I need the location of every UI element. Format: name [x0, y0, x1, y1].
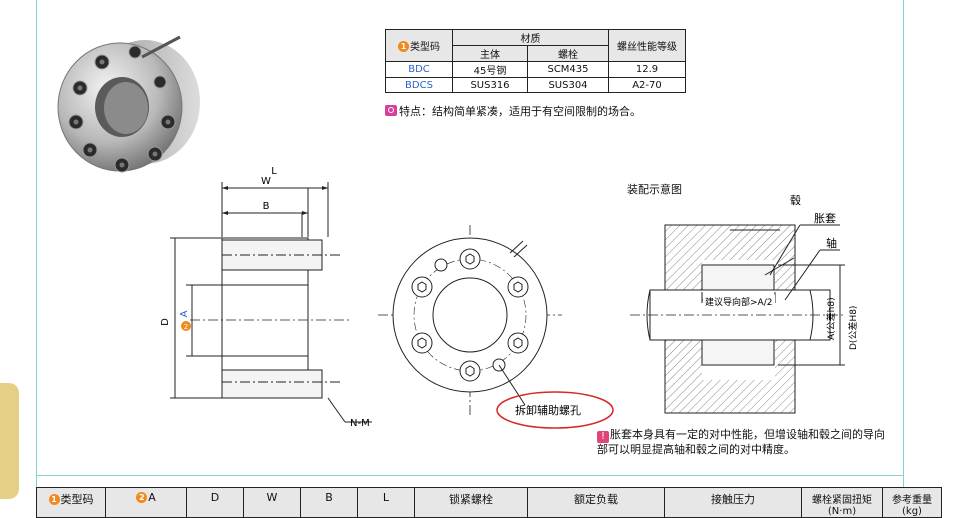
torque-label: 螺栓紧固扭矩 [812, 495, 872, 506]
body-header: 主体 [452, 45, 528, 62]
number-badge-2: 2 [184, 323, 188, 331]
table-row: BDC 45号钢 SCM435 12.9 [385, 61, 686, 78]
L-column-header: L [357, 487, 415, 518]
lock-bolt-header: 锁紧螺栓 [414, 487, 528, 518]
tolerance-D-label: D(公差H8) [847, 306, 859, 350]
dim-D-label: D [160, 318, 171, 326]
dim-W-label: W [261, 176, 271, 187]
sleeve-label: 胀套 [814, 212, 836, 225]
bolt-grade-header: 螺丝性能等级 [608, 29, 686, 62]
tolerance-A-label: A(公差h8) [825, 297, 837, 340]
grade-cell: 12.9 [608, 61, 686, 78]
number-badge-1: 1 [398, 41, 409, 52]
section-divider [36, 475, 904, 476]
number-badge-2-icon [181, 321, 191, 331]
weight-header: 参考重量(kg) [882, 487, 942, 518]
type-code-cell[interactable]: BDCS [385, 77, 453, 93]
callout-hole-label: 拆卸辅助螺孔 [515, 403, 581, 417]
warning-icon: ! [597, 431, 609, 443]
type-code-cell[interactable]: BDC [385, 61, 453, 78]
feature-text: 特点：结构简单紧凑，适用于有空间限制的场合。 [399, 105, 641, 118]
feature-note: 特点：结构简单紧凑，适用于有空间限制的场合。 [385, 103, 641, 119]
number-badge-1: 1 [48, 494, 60, 505]
side-view-drawing: L W B D 2 A N-M [160, 166, 372, 429]
product-photo [57, 35, 200, 173]
torque-unit: (N·m) [827, 506, 857, 517]
A-column-label: A [148, 491, 156, 504]
dim-L-label: L [271, 166, 277, 177]
body-material-cell: SUS316 [452, 77, 528, 93]
weight-unit: (kg) [902, 506, 922, 517]
guide-label: 建议导向部>A/2 [705, 296, 772, 308]
number-badge-2: 2 [136, 492, 148, 503]
D-column-header: D [186, 487, 244, 518]
dim-A-label: A [179, 310, 190, 317]
body-material-cell: 45号钢 [452, 61, 528, 78]
material-header: 材质 [452, 29, 609, 46]
W-column-header: W [243, 487, 301, 518]
assembly-drawing: 建议导向部>A/2 毂 胀套 轴 A(公差h8) D(公差H8) [630, 194, 859, 414]
weight-label: 参考重量 [892, 495, 932, 506]
bolt-count-label: N-M [350, 418, 370, 429]
side-tab[interactable] [0, 383, 19, 499]
torque-header: 螺栓紧固扭矩(N·m) [801, 487, 883, 518]
feature-mark-icon [385, 105, 397, 116]
bolt-material-cell: SUS304 [527, 77, 609, 93]
front-view-drawing: 拆卸辅助螺孔 [378, 225, 614, 429]
bolt-header: 螺栓 [527, 45, 609, 62]
bolt-material-cell: SCM435 [527, 61, 609, 78]
note-text: 胀套本身具有一定的对中性能，但增设轴和毂之间的导向部可以明显提高轴和毂之间的对中… [597, 428, 885, 456]
dim-B-label: B [263, 201, 270, 212]
callout-ellipse [496, 391, 614, 429]
centering-note: !胀套本身具有一定的对中性能，但增设轴和毂之间的导向部可以明显提高轴和毂之间的对… [597, 428, 887, 457]
contact-pressure-header: 接触压力 [664, 487, 802, 518]
assembly-title: 装配示意图 [627, 183, 682, 196]
type-code-label: 类型码 [60, 493, 94, 506]
B-column-header: B [300, 487, 358, 518]
type-code-label: 类型码 [410, 42, 440, 53]
table-row: BDCS SUS316 SUS304 A2-70 [385, 77, 686, 93]
rated-load-header: 额定负载 [527, 487, 665, 518]
grade-cell: A2-70 [608, 77, 686, 93]
hub-label: 毂 [790, 194, 801, 207]
shaft-label: 轴 [826, 236, 837, 250]
